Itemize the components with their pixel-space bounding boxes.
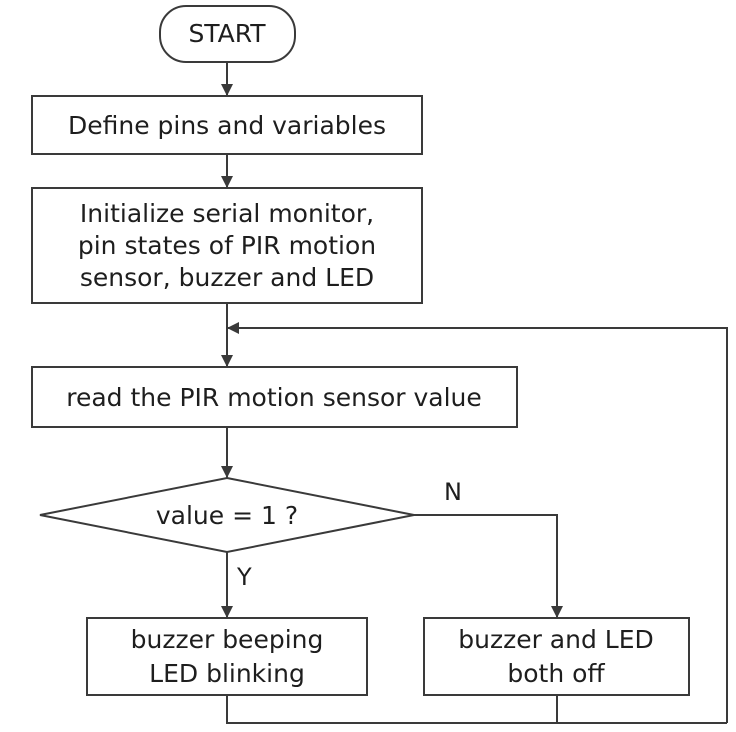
define-label: Define pins and variables — [68, 111, 386, 140]
no-action-line2: both off — [507, 659, 605, 688]
init-label-line3: sensor, buzzer and LED — [80, 263, 374, 292]
start-node: START — [159, 5, 296, 63]
read-node: read the PIR motion sensor value — [31, 366, 518, 428]
start-label: START — [188, 19, 266, 48]
decision-label: value = 1 ? — [156, 501, 298, 530]
no-action-line1: buzzer and LED — [458, 625, 654, 654]
yes-action-line1: buzzer beeping — [131, 625, 324, 654]
branch-yes-label: Y — [236, 563, 252, 591]
loop-back-arrow — [227, 322, 728, 723]
init-label-line2: pin states of PIR motion — [78, 231, 376, 260]
no-action-node: buzzer and LED both off — [423, 617, 690, 696]
decision-node: value = 1 ? — [39, 476, 415, 554]
yes-action-node: buzzer beeping LED blinking — [86, 617, 368, 696]
read-label: read the PIR motion sensor value — [66, 383, 482, 412]
loop-from-yes — [226, 695, 727, 724]
yes-action-line2: LED blinking — [149, 659, 305, 688]
arrow-decision-to-no — [414, 514, 563, 618]
branch-no-label: N — [444, 478, 462, 506]
init-label-line1: Initialize serial monitor, — [80, 199, 374, 228]
define-node: Define pins and variables — [31, 95, 423, 155]
init-node: Initialize serial monitor, pin states of… — [31, 187, 423, 304]
